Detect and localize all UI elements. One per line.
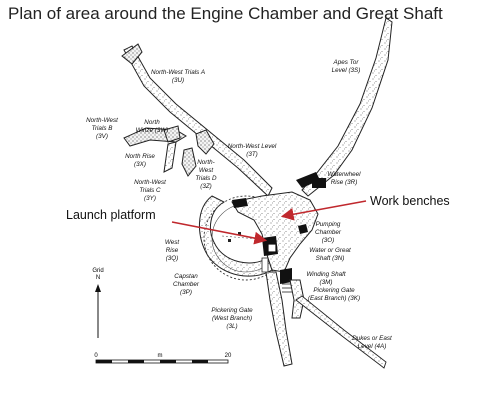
label-nw-trials-a: North-West Trials A(3U) (151, 69, 205, 84)
pumping-chamber-area (231, 191, 319, 273)
label-pickering-west: Pickering Gate(West Branch)(3L) (211, 307, 253, 330)
platform-small-1 (298, 224, 308, 234)
page-title: Plan of area around the Engine Chamber a… (8, 4, 443, 23)
winding-shaft-block (280, 268, 292, 284)
label-pickering-east: Pickering Gate(East Branch) (3K) (308, 287, 360, 302)
nw-trials-c-branch (181, 147, 197, 177)
north-arrow-label: Grid (92, 268, 103, 274)
great-shaft-block (267, 243, 277, 253)
scale-tick-0: 0 (94, 353, 98, 359)
work-benches-arrow (280, 200, 367, 221)
nw-trials-d-branch (195, 129, 215, 155)
north-winze (163, 125, 181, 143)
apes-tor-level-passage (301, 17, 393, 197)
west-rise-block (232, 198, 248, 208)
label-north-rise: North Rise(3X) (125, 153, 155, 168)
winding-shaft-hatch (282, 283, 292, 293)
work-benches-callout: Work benches (370, 194, 450, 208)
north-arrow-letter: N (96, 275, 100, 281)
launch-platform-arrow (171, 221, 268, 245)
scale-bar: 0 m 20 (94, 353, 232, 364)
dukes-level-passage (295, 295, 387, 369)
label-winding-shaft: Winding Shaft(3M) (306, 271, 345, 286)
north-rise-branch (163, 141, 177, 173)
north-arrow: Grid N (92, 268, 104, 338)
nw-trials-a-branch (121, 43, 143, 65)
north-west-level-passage (123, 45, 273, 197)
scale-tick-20: 20 (225, 353, 232, 359)
pickering-gate-west-branch (265, 271, 293, 367)
waterwheel-block (312, 178, 326, 188)
label-nw-level: North-West Level(3T) (228, 143, 277, 158)
scale-tick-unit: m (158, 353, 163, 359)
launch-platform-callout: Launch platform (66, 208, 156, 222)
work-bench-block (296, 172, 320, 188)
